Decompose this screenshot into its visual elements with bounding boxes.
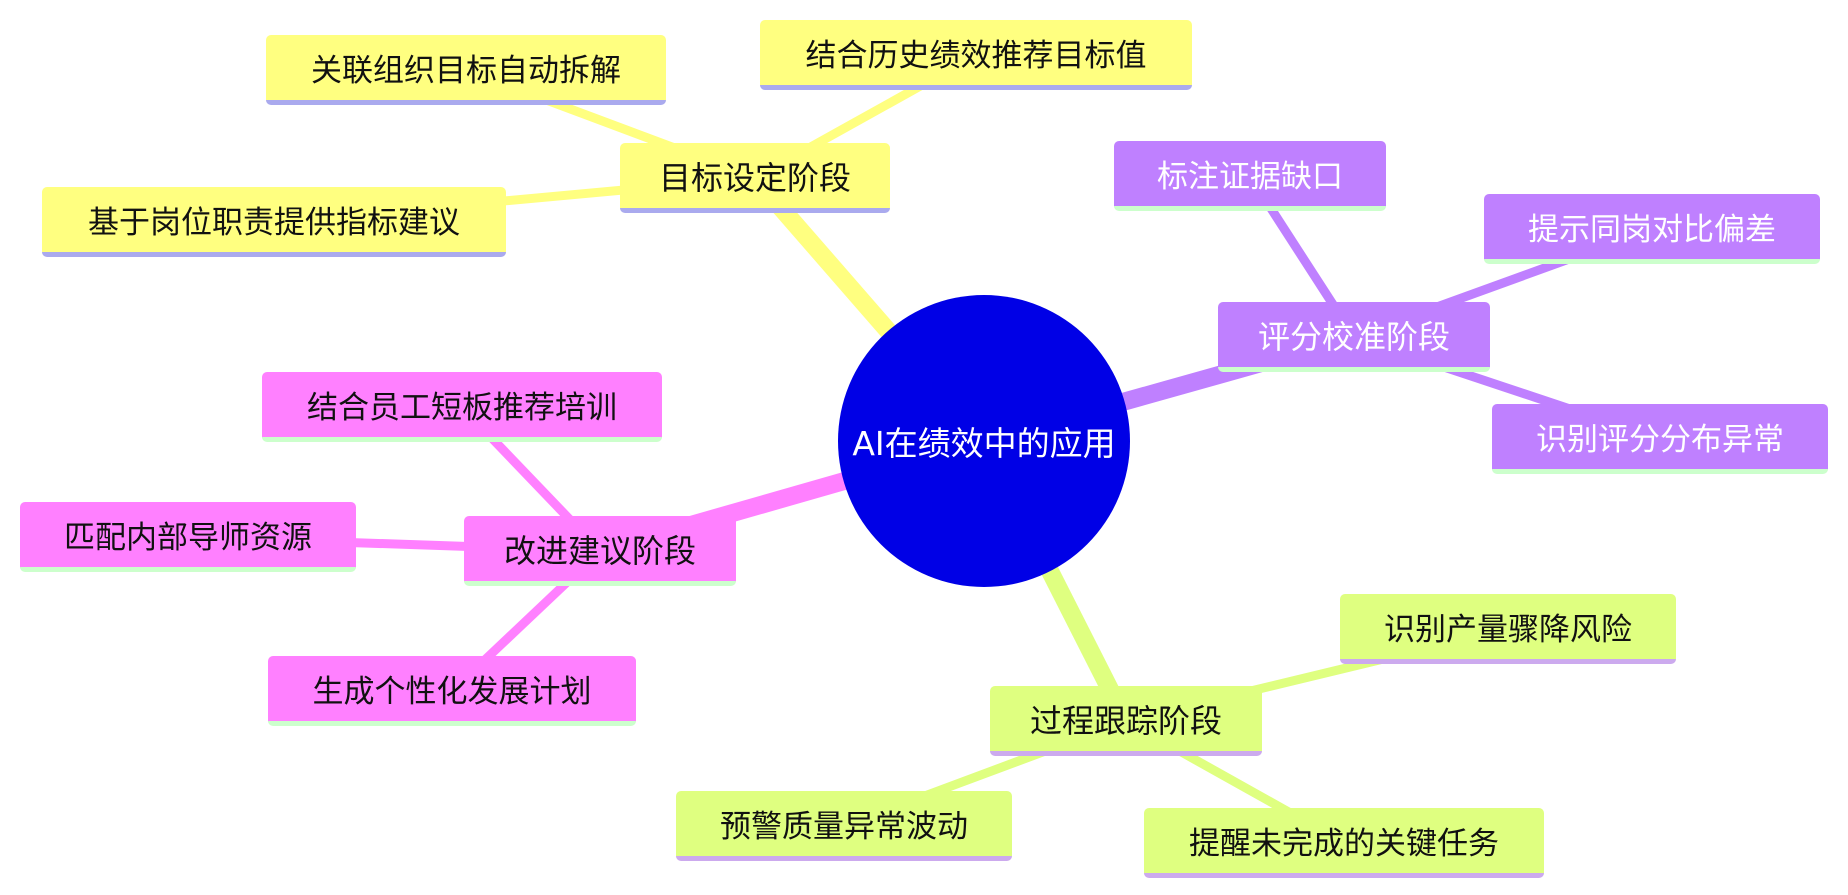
leaf-track-output-drop: 识别产量骤降风险	[1340, 594, 1676, 664]
leaf-track-key-tasks: 提醒未完成的关键任务	[1144, 808, 1544, 878]
leaf-track-quality: 预警质量异常波动	[676, 791, 1012, 861]
leaf-goal-decompose: 关联组织目标自动拆解	[266, 35, 666, 105]
leaf-calib-peer-deviation: 提示同岗对比偏差	[1484, 194, 1820, 264]
leaf-goal-recommend: 结合历史绩效推荐目标值	[760, 20, 1192, 90]
branch-process-tracking: 过程跟踪阶段	[990, 686, 1262, 756]
branch-goal-setting: 目标设定阶段	[620, 143, 890, 213]
branch-score-calibration: 评分校准阶段	[1218, 302, 1490, 372]
leaf-improve-training: 结合员工短板推荐培训	[262, 372, 662, 442]
branch-improvement: 改进建议阶段	[464, 516, 736, 586]
leaf-improve-plan: 生成个性化发展计划	[268, 656, 636, 726]
leaf-calib-evidence: 标注证据缺口	[1114, 141, 1386, 211]
root-node: AI在绩效中的应用	[838, 295, 1130, 587]
leaf-goal-indicator: 基于岗位职责提供指标建议	[42, 187, 506, 257]
leaf-calib-distribution: 识别评分分布异常	[1492, 404, 1828, 474]
leaf-improve-mentor: 匹配内部导师资源	[20, 502, 356, 572]
